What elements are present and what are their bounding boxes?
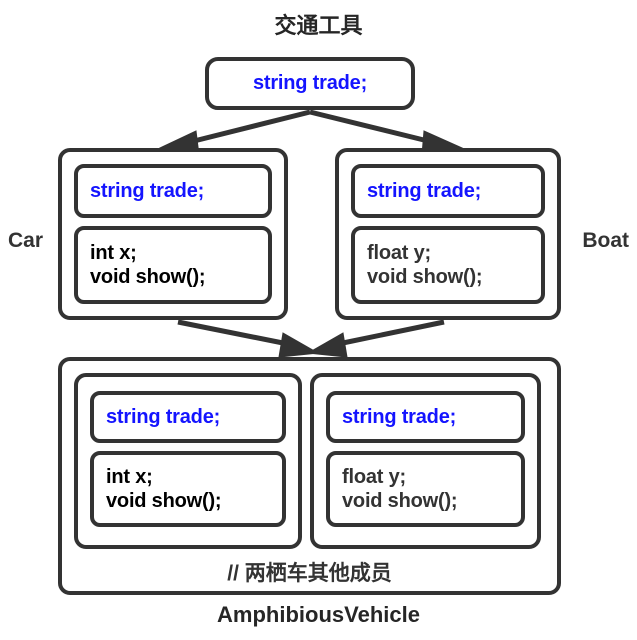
amphibious-boat-attribute-box: string trade; <box>326 391 525 443</box>
car-member-box: int x; void show(); <box>74 226 272 304</box>
amphibious-car-attribute: string trade; <box>106 405 221 428</box>
boat-method: void show(); <box>367 266 483 288</box>
amphibious-car-attribute-box: string trade; <box>90 391 286 443</box>
car-attribute-box: string trade; <box>74 164 272 218</box>
boat-attribute: string trade; <box>367 179 482 202</box>
amphibious-car-method: void show(); <box>106 490 222 512</box>
diagram-title: 交通工具 <box>274 13 363 38</box>
car-attribute: string trade; <box>90 179 205 202</box>
arrow-boat-to-amphibious <box>306 319 445 358</box>
boat-member: float y; <box>367 241 431 264</box>
amphibious-car-subobject[interactable]: string trade; int x; void show(); <box>74 373 302 549</box>
amphibious-car-member-box: int x; void show(); <box>90 451 286 527</box>
class-label-amphibious-vehicle: AmphibiousVehicle <box>217 602 420 627</box>
class-node-vehicle[interactable]: string trade; <box>205 57 415 110</box>
amphibious-boat-member: float y; <box>342 465 406 488</box>
arrow-car-to-amphibious <box>177 319 320 358</box>
amphibious-boat-member-box: float y; void show(); <box>326 451 525 527</box>
amphibious-comment: // 两栖车其他成员 <box>227 562 392 585</box>
class-label-car: Car <box>8 229 44 252</box>
class-node-car[interactable]: string trade; int x; void show(); <box>58 148 288 320</box>
class-label-boat: Boat <box>582 229 629 252</box>
class-node-amphibious-vehicle[interactable]: string trade; int x; void show(); string… <box>58 357 561 595</box>
boat-attribute-box: string trade; <box>351 164 545 218</box>
vehicle-attribute: string trade; <box>252 72 368 95</box>
car-method: void show(); <box>90 266 206 288</box>
boat-member-box: float y; void show(); <box>351 226 545 304</box>
car-member: int x; <box>90 241 137 264</box>
amphibious-boat-method: void show(); <box>342 490 458 512</box>
amphibious-boat-subobject[interactable]: string trade; float y; void show(); <box>310 373 541 549</box>
amphibious-car-member: int x; <box>106 465 153 488</box>
amphibious-boat-attribute: string trade; <box>342 405 457 428</box>
class-node-boat[interactable]: string trade; float y; void show(); <box>335 148 561 320</box>
